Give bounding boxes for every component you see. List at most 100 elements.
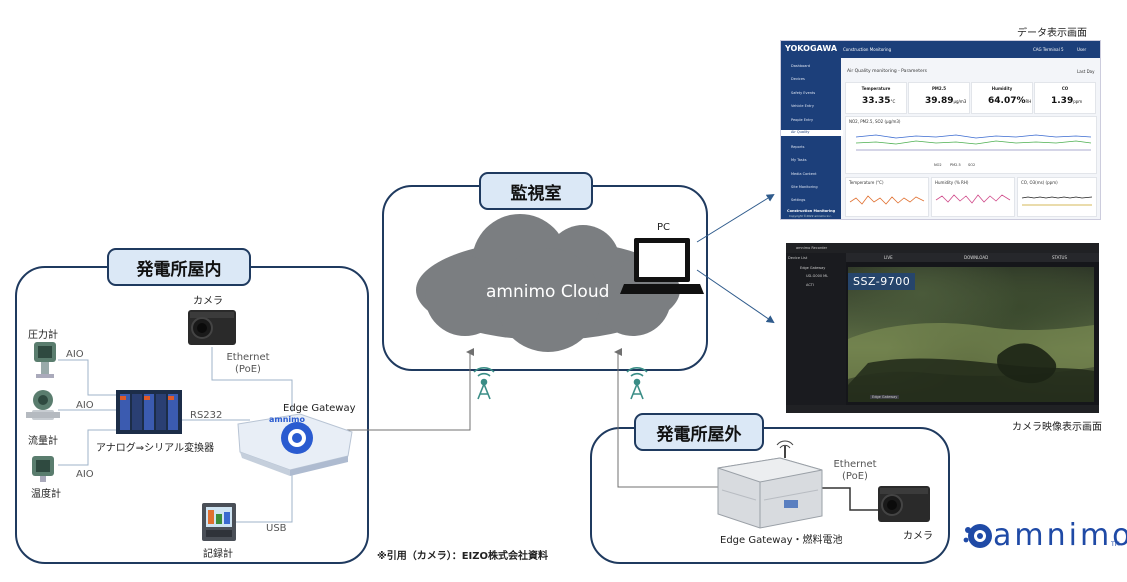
metric-value: 1.39 xyxy=(1051,96,1074,106)
tab-download[interactable]: DOWNLOAD xyxy=(964,255,989,260)
poe-out-text: (PoE) xyxy=(842,471,868,482)
dashboard-range: Last Day xyxy=(1077,69,1095,74)
legend-item: SO2 xyxy=(968,163,976,167)
gateway-brand-text: amnimo xyxy=(269,415,306,424)
metric-card: Humidity 64.07%RH xyxy=(971,82,1033,114)
aio-3-label: AIO xyxy=(76,469,94,480)
mini-chart-humidity-line xyxy=(935,194,1011,204)
flow-meter-label: 流量計 xyxy=(28,436,58,447)
dashboard-side-item: Reports xyxy=(791,145,805,149)
metric-unit: ppm xyxy=(1073,99,1083,104)
ethernet-in-text: Ethernet xyxy=(226,352,270,363)
air-quality-chart-title: NO2, PM2.5, SO2 (μg/m3) xyxy=(849,119,901,124)
camera-bottom-chip: Edge Gateway xyxy=(870,395,900,399)
camera-viewer-tabs xyxy=(846,253,1099,262)
mini-chart-temperature: Temperature (°C) xyxy=(845,177,929,217)
camera-viewer-app: amnimo Recorder xyxy=(796,246,828,250)
metric-value: 39.89 xyxy=(925,96,954,106)
dashboard-side-item-active: Air Quality xyxy=(781,130,843,136)
camera-inside-label: カメラ xyxy=(193,296,223,307)
metric-card-title: PM2.5 xyxy=(932,86,946,91)
rs232-label: RS232 xyxy=(190,410,223,421)
metric-card: Temperature 33.35°C xyxy=(845,82,907,114)
cloud-label: amnimo Cloud xyxy=(486,282,610,302)
metric-card-value: 39.89μg/m3 xyxy=(925,96,966,106)
mini-chart-co-line xyxy=(1021,196,1093,206)
dashboard-side-item: Safety Events xyxy=(791,91,816,95)
thermometer-label: 温度計 xyxy=(31,489,61,500)
dashboard-sidebar xyxy=(781,58,841,219)
mini-chart-co: CO, O3(ms) (ppm) xyxy=(1017,177,1097,217)
zone-title-plant-inside: 発電所屋内 xyxy=(107,248,251,286)
mini-chart-title: Humidity (% RH) xyxy=(935,180,969,185)
metric-unit: °C xyxy=(890,99,896,104)
metric-value: 64.07% xyxy=(988,96,1026,106)
ethernet-out-text: Ethernet xyxy=(833,459,877,470)
air-quality-chart xyxy=(855,134,1092,151)
dashboard-side-item: Site Monitoring xyxy=(791,185,818,189)
ethernet-in-label: Ethernet(PoE) xyxy=(226,352,270,376)
dashboard-side-item: Vehicle Entry xyxy=(791,104,814,108)
converter-label: アナログ⇒シリアル変換器 xyxy=(96,443,215,454)
camera-viewer-screen: amnimo Recorder Device List Edge Gateway… xyxy=(786,243,1099,413)
data-dashboard-screen: YOKOGAWA Construction Monitoring CAG Ter… xyxy=(780,40,1101,220)
amnimo-logo-text: amnimo xyxy=(993,518,1127,553)
usb-label: USB xyxy=(266,523,287,534)
edge-gateway-label: Edge Gateway xyxy=(283,403,356,414)
metric-card-title: Humidity xyxy=(991,86,1013,91)
dashboard-nav-right: CAG Terminal 5 xyxy=(1033,47,1064,52)
dashboard-section-title: Air Quality monitoring - Parameters xyxy=(847,69,927,74)
dashboard-side-item: People Entry xyxy=(791,118,814,122)
metric-value: 33.35 xyxy=(862,96,891,106)
camera-live-image xyxy=(848,323,1094,402)
dashboard-side-item: Dashboard xyxy=(791,64,810,68)
device-camera-2: ACTI xyxy=(806,283,814,287)
recorder-label: 記録計 xyxy=(203,549,233,560)
metric-card-title: Temperature xyxy=(861,86,891,91)
metric-card-value: 33.35°C xyxy=(862,96,895,106)
legend-item: NO2 xyxy=(934,163,942,167)
poe-in-text: (PoE) xyxy=(235,364,261,375)
tab-live[interactable]: LIVE xyxy=(884,255,893,260)
aio-1-label: AIO xyxy=(66,349,84,360)
dashboard-footer-title: Construction Monitoring xyxy=(787,209,836,213)
metric-unit: μg/m3 xyxy=(953,99,967,104)
dashboard-nav-title: Construction Monitoring xyxy=(843,47,892,52)
dashboard-brand: YOKOGAWA xyxy=(785,44,838,53)
zone-title-plant-outside: 発電所屋外 xyxy=(634,413,764,451)
mini-chart-temp-line xyxy=(849,195,925,205)
air-quality-chart-panel: NO2, PM2.5, SO2 (μg/m3) NO2 PM2.5 SO2 xyxy=(845,116,1097,174)
dashboard-topbar xyxy=(781,41,1100,58)
camera-id-label: SSZ-9700 xyxy=(848,273,916,290)
metric-card: PM2.5 39.89μg/m3 xyxy=(908,82,970,114)
camera-credit: ※引用（カメラ）：EIZO株式会社資料 xyxy=(377,551,549,562)
camera-viewer-bottombar xyxy=(786,405,1099,413)
dashboard-footer-copy: Copyright ©2022 amnimo Inc. xyxy=(789,214,832,218)
metric-card-value: 64.07%RH xyxy=(988,96,1031,106)
dashboard-side-item: Media Content xyxy=(791,172,817,176)
dashboard-user: User xyxy=(1077,47,1087,52)
mini-chart-title: Temperature (°C) xyxy=(849,180,884,185)
device-list-label: Device List xyxy=(788,256,808,260)
mini-chart-humidity: Humidity (% RH) xyxy=(931,177,1015,217)
camera-viewer-topbar xyxy=(786,243,1099,253)
amnimo-logo-tm: TM xyxy=(1111,541,1120,548)
tab-status[interactable]: STATUS xyxy=(1052,255,1068,260)
metric-card-title: CO xyxy=(1061,86,1069,91)
pressure-gauge-label: 圧力計 xyxy=(28,330,58,341)
metric-card: CO 1.39ppm xyxy=(1034,82,1096,114)
device-gateway: Edge Gateway xyxy=(800,266,826,270)
dashboard-side-item: Settings xyxy=(791,198,806,202)
dashboard-side-item: Devices xyxy=(791,77,805,81)
edge-gateway-fuel-label: Edge Gateway・燃料電池 xyxy=(720,535,843,546)
